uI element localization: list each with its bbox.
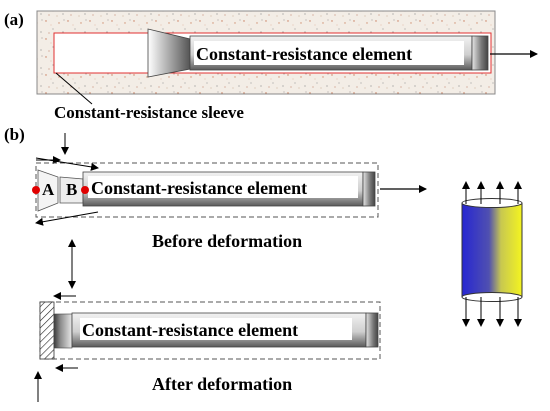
tension-cylinder	[461, 198, 523, 302]
sleeve-label: Constant-resistance sleeve	[54, 103, 244, 122]
element-end-cap	[471, 35, 489, 71]
point-b-label: B	[66, 180, 77, 199]
cone-segment-a	[37, 169, 59, 212]
sleeve-deform-arrow-bottom	[35, 211, 99, 226]
element-label-bg-after	[80, 318, 352, 340]
element-label-bg-before	[88, 176, 358, 198]
after-caption: After deformation	[152, 374, 292, 394]
tension-arrows-up	[462, 181, 522, 204]
compressed-sleeve-end	[39, 301, 55, 360]
cylinder-body	[462, 203, 522, 297]
element-label-bg	[194, 41, 464, 65]
tension-arrows-down	[462, 297, 522, 327]
element-end-cap-after	[365, 312, 379, 348]
element-label-before: Constant-resistance element	[91, 178, 307, 198]
cylinder-bottom-rim	[461, 292, 523, 302]
sleeve-outline-after	[39, 301, 381, 360]
element-end-cap-before	[362, 171, 376, 207]
sleeve-deform-arrow-top	[35, 157, 99, 171]
panel-a-label: (a)	[4, 10, 24, 29]
point-b-marker	[81, 186, 89, 194]
deformed-cone-head	[53, 313, 73, 349]
panel-b-label: (b)	[4, 125, 25, 144]
element-label-after: Constant-resistance element	[82, 320, 298, 340]
cylinder-top-rim	[461, 198, 523, 208]
before-caption: Before deformation	[152, 231, 302, 251]
element-label-a: Constant-resistance element	[196, 44, 412, 64]
point-a-label: A	[42, 180, 55, 199]
point-a-marker	[32, 186, 40, 194]
sleeve-leader-line	[55, 72, 93, 105]
